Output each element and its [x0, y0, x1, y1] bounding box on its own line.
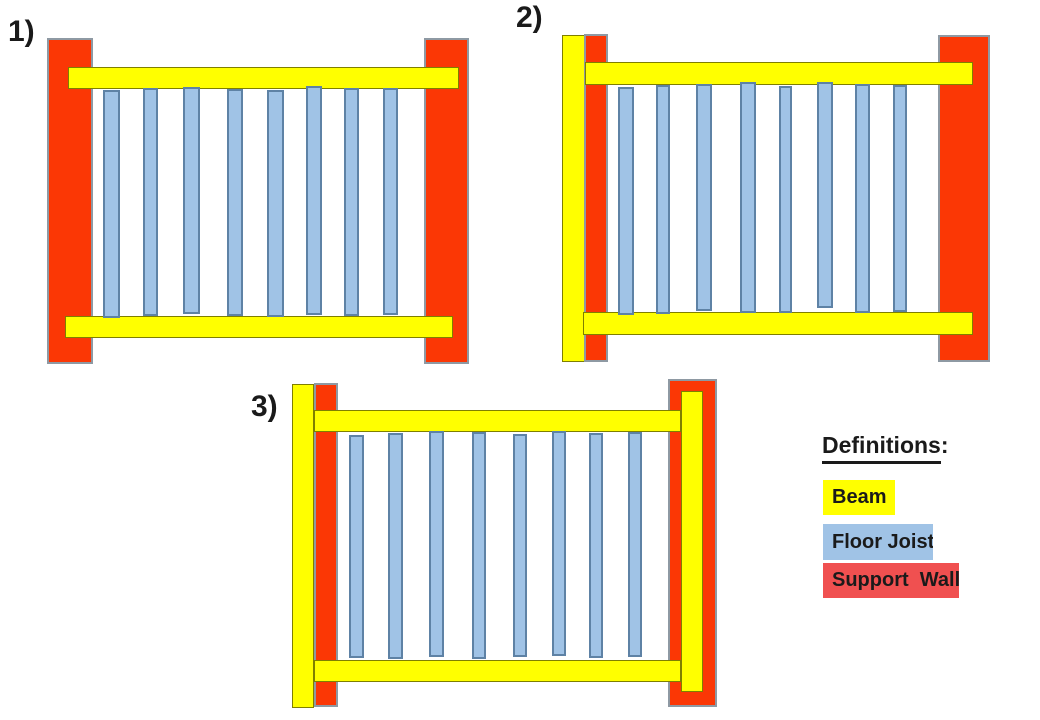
floor-joist-2: [143, 88, 158, 316]
support-wall-left: [47, 38, 93, 364]
beam-bottom: [65, 316, 453, 338]
floor-joist-8: [628, 432, 642, 657]
floor-joist-6: [817, 82, 833, 308]
legend-title-text: Definitions: [822, 432, 941, 464]
legend-item-beam: Beam: [823, 480, 895, 515]
floor-joist-7: [344, 88, 359, 316]
floor-joist-2: [388, 433, 403, 659]
floor-joist-7: [855, 84, 870, 313]
floor-joist-2: [656, 85, 670, 314]
floor-joist-5: [513, 434, 527, 657]
floor-joist-4: [227, 89, 243, 316]
floor-joist-6: [552, 431, 566, 656]
beam-vertical-right: [681, 391, 703, 692]
support-wall-right: [424, 38, 469, 364]
floor-joist-3: [696, 84, 712, 311]
legend-item-floor-joist-label: Floor Joist: [832, 531, 933, 553]
floor-joist-1: [349, 435, 364, 658]
floor-joist-4: [472, 432, 486, 659]
floor-joist-1: [103, 90, 120, 318]
support-wall-left: [584, 34, 608, 362]
floor-joist-3: [183, 87, 200, 314]
floor-joist-5: [267, 90, 284, 317]
beam-vertical-left: [562, 35, 585, 362]
legend-item-support-wall: Support Wall: [823, 563, 959, 598]
legend-title: Definitions:: [822, 432, 949, 464]
beam-bottom: [314, 660, 681, 682]
floor-joist-8: [383, 88, 398, 315]
beam-top: [585, 62, 973, 85]
support-wall-left: [314, 383, 338, 707]
floor-joist-8: [893, 85, 907, 312]
legend-item-beam-label: Beam: [832, 486, 887, 508]
floor-joist-7: [589, 433, 603, 658]
floor-joist-5: [779, 86, 792, 313]
diagram-1-label: 1): [8, 15, 35, 48]
beam-top: [68, 67, 459, 89]
floor-joist-4: [740, 82, 756, 313]
legend-item-floor-joist: Floor Joist: [823, 524, 933, 560]
floor-joist-6: [306, 86, 322, 315]
diagram-2-label: 2): [516, 1, 543, 34]
beam-vertical-left: [292, 384, 314, 708]
support-wall-right: [938, 35, 990, 362]
legend-item-support-wall-label: Support Wall: [832, 569, 959, 591]
beam-bottom: [583, 312, 973, 335]
floor-joist-3: [429, 431, 444, 657]
beam-top: [314, 410, 681, 432]
legend-title-colon: :: [940, 432, 949, 458]
floor-joist-1: [618, 87, 634, 315]
diagram-3-label: 3): [251, 390, 278, 423]
